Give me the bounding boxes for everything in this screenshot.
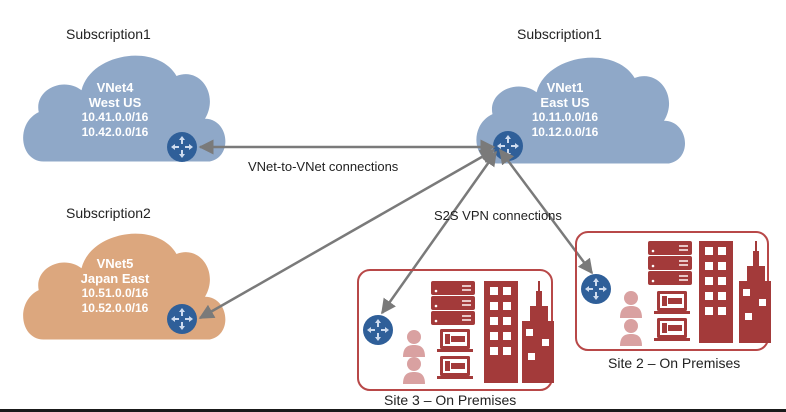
- laptop-icon: [654, 291, 690, 314]
- skyscraper-icon: [739, 241, 771, 343]
- vnet1-info: VNet1 East US 10.11.0.0/16 10.12.0.0/16: [520, 80, 610, 140]
- router-icon: [167, 304, 197, 334]
- vnet-region: West US: [88, 95, 142, 110]
- vnet-prefix: 10.11.0.0/16: [531, 110, 599, 124]
- vnet-prefix: 10.12.0.0/16: [531, 125, 599, 139]
- laptop-icon: [654, 318, 690, 341]
- router-icon: [581, 274, 611, 304]
- vnet-name: VNet5: [96, 256, 134, 271]
- vnet-name: VNet1: [546, 80, 584, 95]
- site3-label: Site 3 – On Premises: [384, 392, 517, 408]
- building-icon: [699, 241, 733, 343]
- subscription-label: Subscription1: [66, 26, 151, 42]
- vnet4-info: VNet4 West US 10.41.0.0/16 10.42.0.0/16: [70, 80, 160, 140]
- vnet-region: Japan East: [80, 271, 150, 286]
- site3-arrow: [380, 150, 498, 315]
- vnet-prefix: 10.52.0.0/16: [81, 301, 149, 315]
- vnet-name: VNet4: [96, 80, 134, 95]
- subscription-label: Subscription1: [517, 26, 602, 42]
- vnet-prefix: 10.41.0.0/16: [81, 110, 149, 124]
- user-icon: [403, 357, 425, 384]
- server-icon: [648, 256, 692, 270]
- server-icon: [431, 296, 475, 310]
- subscription-label: Subscription2: [66, 205, 151, 221]
- building-icon: [484, 281, 518, 383]
- vnet5-info: VNet5 Japan East 10.51.0.0/16 10.52.0.0/…: [65, 256, 165, 316]
- router-icon: [167, 132, 197, 162]
- user-icon: [620, 319, 642, 346]
- site2-label: Site 2 – On Premises: [608, 355, 741, 371]
- vnet-region: East US: [540, 95, 590, 110]
- router-icon: [363, 315, 393, 345]
- server-icon: [648, 271, 692, 285]
- bottom-border: [0, 409, 786, 412]
- server-icon: [648, 241, 692, 255]
- user-icon: [620, 291, 642, 318]
- vnet-to-vnet-label: VNet-to-VNet connections: [248, 159, 399, 174]
- laptop-icon: [437, 329, 473, 352]
- router-icon: [493, 131, 523, 161]
- vnet-prefix: 10.51.0.0/16: [81, 286, 149, 300]
- skyscraper-icon: [522, 281, 554, 383]
- vnet-prefix: 10.42.0.0/16: [81, 125, 149, 139]
- user-icon: [403, 330, 425, 357]
- laptop-icon: [437, 356, 473, 379]
- server-icon: [431, 311, 475, 325]
- s2s-label: S2S VPN connections: [434, 208, 562, 223]
- server-icon: [431, 281, 475, 295]
